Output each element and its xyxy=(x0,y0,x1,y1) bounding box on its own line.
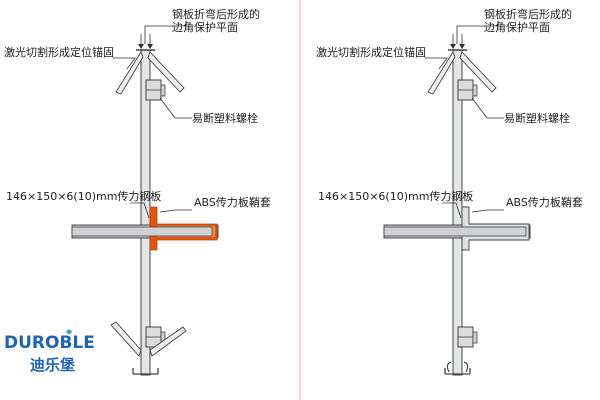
right-diagram: 钢板折弯后形成的 边角保护平面 激光切割形成定位锚固 易断塑料螺栓 146×15… xyxy=(316,7,583,376)
label-laser-anchor-right: 激光切割形成定位锚固 xyxy=(316,45,426,59)
label-steel-plate-right: 146×150×6(10)mm传力钢板 xyxy=(318,189,473,203)
label-fold-line2-right: 边角保护平面 xyxy=(484,20,550,34)
label-laser-anchor: 激光切割形成定位锚固 xyxy=(4,45,114,59)
abs-sleeve-outline xyxy=(383,206,530,251)
label-fold-line2: 边角保护平面 xyxy=(172,20,238,34)
label-fold-line1-right: 钢板折弯后形成的 xyxy=(484,7,572,21)
label-sleeve-right: ABS传力板鞘套 xyxy=(506,195,583,209)
label-bolt: 易断塑料螺栓 xyxy=(192,111,258,125)
label-bolt-right: 易断塑料螺栓 xyxy=(504,111,570,125)
logo-chinese: 迪乐堡 xyxy=(30,356,75,374)
label-sleeve: ABS传力板鞘套 xyxy=(194,195,271,209)
bottom-anchor-left xyxy=(110,321,142,357)
bottom-anchor-right xyxy=(149,326,187,357)
left-diagram: 钢板折弯后形成的 边角保护平面 激光切割形成定位锚固 易断塑料螺栓 146×15… xyxy=(4,7,271,376)
hook-foot xyxy=(446,361,469,373)
water-drop-icon xyxy=(66,329,72,334)
logo-english: DUROBLE xyxy=(4,333,95,353)
label-steel-plate: 146×150×6(10)mm传力钢板 xyxy=(6,189,161,203)
logo: DUROBLE 迪乐堡 xyxy=(4,329,95,374)
abs-sleeve xyxy=(71,206,218,251)
label-fold-line1: 钢板折弯后形成的 xyxy=(172,7,260,21)
